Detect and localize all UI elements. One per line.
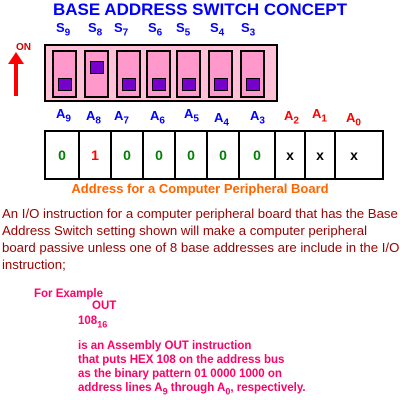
dip-switch[interactable] — [240, 50, 265, 98]
switch-label-number: 5 — [184, 27, 191, 39]
dip-switch[interactable] — [176, 50, 201, 98]
address-line-label: A2 — [284, 108, 299, 127]
dip-switch-block — [44, 44, 278, 102]
example-line-4-mid: through A — [167, 382, 226, 394]
address-label-letter: A — [150, 108, 160, 123]
diagram-title: BASE ADDRESS SWITCH CONCEPT — [52, 0, 348, 19]
address-label-number: 0 — [355, 117, 361, 129]
switch-label-number: 9 — [64, 27, 71, 39]
example-line-1: is an Assembly OUT instruction — [78, 340, 252, 352]
switch-label-number: 8 — [96, 27, 103, 39]
switch-label-letter: S — [56, 20, 65, 35]
address-caption: Address for a Computer Peripheral Board — [71, 181, 329, 196]
address-bit-cell: 0 — [240, 132, 276, 178]
address-label-letter: A — [346, 110, 356, 125]
address-line-label: A1 — [312, 106, 327, 125]
address-label-number: 9 — [65, 113, 71, 125]
switch-knob — [152, 78, 166, 91]
address-label-letter: A — [312, 106, 322, 121]
switch-label: S7 — [114, 20, 128, 39]
address-label-letter: A — [56, 106, 66, 121]
dip-switch[interactable] — [52, 50, 77, 98]
switch-label-number: 6 — [156, 27, 163, 39]
address-label-letter: A — [184, 106, 194, 121]
switch-label: S4 — [210, 20, 224, 39]
switch-knob — [182, 78, 196, 91]
address-line-label: A9 — [56, 106, 71, 125]
switch-label-letter: S — [88, 20, 97, 35]
address-label-number: 3 — [259, 115, 265, 127]
address-label-letter: A — [250, 108, 260, 123]
example-line-4-sub1: 9 — [162, 386, 168, 397]
switch-label: S6 — [148, 20, 162, 39]
switch-label: S9 — [56, 20, 70, 39]
address-label-number: 4 — [223, 117, 229, 129]
example-hex: 10816 — [78, 315, 107, 329]
example-heading: For Example — [34, 288, 104, 300]
dip-switch[interactable] — [84, 50, 109, 98]
example-line-4-post: , respectively. — [230, 382, 306, 394]
dip-switch[interactable] — [208, 50, 233, 98]
switch-label-letter: S — [241, 20, 250, 35]
switch-knob — [122, 78, 136, 91]
switch-knob — [58, 78, 72, 91]
address-bit-cell: 0 — [176, 132, 208, 178]
switch-label-letter: S — [114, 20, 123, 35]
address-line-label: A8 — [86, 108, 101, 127]
address-label-letter: A — [214, 110, 224, 125]
address-label-number: 7 — [123, 115, 129, 127]
address-line-label: A0 — [346, 110, 361, 129]
switch-knob — [246, 78, 260, 91]
switch-label: S3 — [241, 20, 255, 39]
address-bit-cell: x — [276, 132, 306, 178]
dip-switch[interactable] — [146, 50, 171, 98]
switch-label: S8 — [88, 20, 102, 39]
address-label-letter: A — [114, 108, 124, 123]
dip-switch[interactable] — [116, 50, 141, 98]
on-label: ON — [16, 42, 31, 53]
address-label-number: 6 — [159, 115, 165, 127]
on-arrow-icon — [8, 52, 24, 96]
example-line-4: address lines A9 through A0, respectivel… — [78, 382, 306, 396]
address-bit-cell: 1 — [80, 132, 112, 178]
example-hex-base: 16 — [97, 319, 108, 330]
switch-label-number: 3 — [249, 27, 256, 39]
example-hex-value: 108 — [78, 315, 98, 327]
example-line-4-sub2: 0 — [225, 386, 231, 397]
switch-label-letter: S — [210, 20, 219, 35]
example-line-3: as the binary pattern 01 0000 1000 on — [78, 368, 282, 380]
address-label-number: 5 — [193, 113, 199, 125]
address-bit-cell: 0 — [112, 132, 144, 178]
address-label-letter: A — [284, 108, 294, 123]
address-bit-cell: 0 — [46, 132, 80, 178]
switch-knob — [214, 78, 228, 91]
address-line-label: A7 — [114, 108, 129, 127]
example-op: OUT — [92, 300, 117, 312]
switch-label-letter: S — [176, 20, 185, 35]
address-line-label: A3 — [250, 108, 265, 127]
address-label-number: 8 — [95, 115, 101, 127]
switch-label-number: 4 — [218, 27, 225, 39]
example-line-4-pre: address lines A — [78, 382, 163, 394]
address-label-number: 2 — [293, 115, 299, 127]
example-line-2: that puts HEX 108 on the address bus — [78, 354, 285, 366]
switch-label-letter: S — [148, 20, 157, 35]
address-line-label: A6 — [150, 108, 165, 127]
address-label-number: 1 — [321, 113, 327, 125]
switch-label-number: 7 — [122, 27, 129, 39]
address-line-label: A4 — [214, 110, 229, 129]
address-line-label: A5 — [184, 106, 199, 125]
address-bit-cell: x — [350, 147, 358, 163]
address-bit-cell: 0 — [208, 132, 240, 178]
address-bit-cell: 0 — [144, 132, 176, 178]
explanation-paragraph: An I/O instruction for a computer periph… — [2, 206, 400, 272]
switch-label: S5 — [176, 20, 190, 39]
address-bit-cell: x — [306, 132, 336, 178]
address-label-letter: A — [86, 108, 96, 123]
switch-knob — [90, 61, 104, 74]
